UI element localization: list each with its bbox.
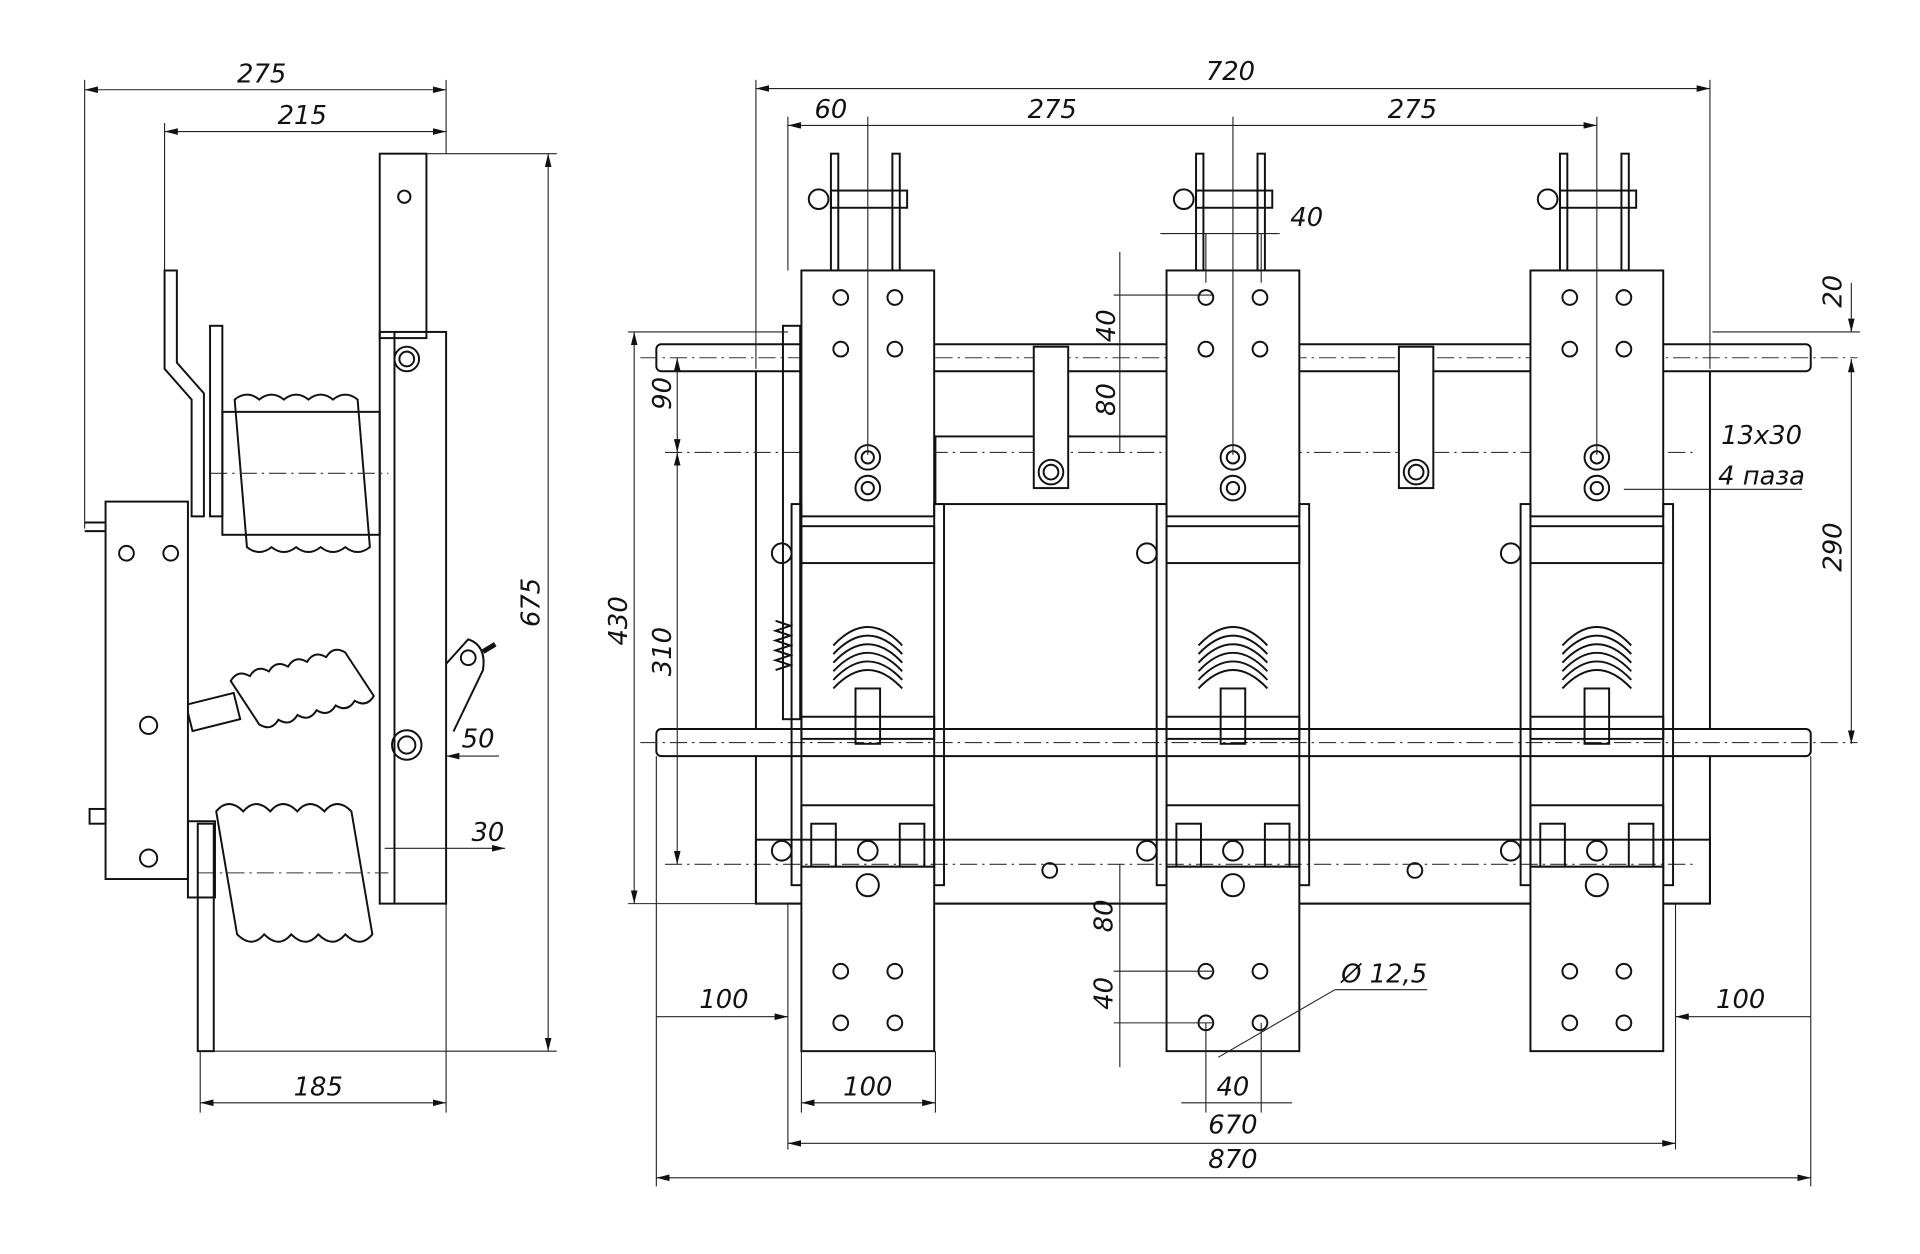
pole-3 [1499, 152, 1675, 1053]
dim-100-terminal: 100 [843, 1072, 892, 1102]
dim-100-right: 100 [1716, 985, 1765, 1015]
dim-13x30: 13x30 [1721, 421, 1802, 451]
upper-insulator [210, 393, 389, 553]
terminal-hole [1615, 1014, 1633, 1032]
dim-185: 185 [294, 1072, 343, 1102]
dim-40-bottom: 40 [1217, 1072, 1250, 1102]
dim-720: 720 [1206, 57, 1255, 87]
terminal-hole [832, 962, 850, 980]
dim-20: 20 [1818, 275, 1848, 308]
dim-100-left: 100 [699, 985, 748, 1015]
dim-290: 290 [1818, 522, 1848, 571]
dim-275-side: 275 [237, 59, 286, 89]
terminal-hole [1561, 962, 1579, 980]
dim-310: 310 [648, 627, 678, 676]
dim-430: 430 [604, 596, 634, 645]
dim-60: 60 [814, 95, 847, 125]
terminal-hole [1251, 1014, 1269, 1032]
dim-90: 90 [648, 377, 678, 410]
dim-80-upper: 80 [1092, 383, 1122, 416]
dim-hole-diameter: Ø 12,5 [1340, 959, 1427, 989]
terminal-hole [832, 1014, 850, 1032]
dim-275-a: 275 [1028, 95, 1077, 125]
lower-insulator [197, 803, 389, 943]
pole-1 [770, 152, 946, 1053]
front-view [628, 79, 1860, 1187]
terminal-hole [1561, 1014, 1579, 1032]
dimension-lines [628, 79, 1860, 1187]
terminal-hole [886, 962, 904, 980]
dim-40-contact: 40 [1290, 203, 1323, 233]
dim-215: 215 [278, 101, 327, 131]
dim-80-lower: 80 [1089, 899, 1119, 932]
terminal-hole [1251, 962, 1269, 980]
drive-insulator [184, 648, 375, 733]
terminal-hole [1615, 962, 1633, 980]
pole-2 [1136, 152, 1311, 1053]
dim-30: 30 [471, 818, 504, 848]
dim-40-lower: 40 [1089, 977, 1119, 1010]
side-view [84, 79, 557, 1113]
dim-40-upper: 40 [1092, 309, 1122, 342]
dimension-labels: 275 215 675 50 30 185 720 60 275 275 40 … [237, 57, 1848, 1175]
dim-675: 675 [517, 578, 547, 627]
dim-275-b: 275 [1388, 95, 1437, 125]
terminal-hole [886, 1014, 904, 1032]
dim-50: 50 [462, 724, 495, 754]
dim-670: 670 [1208, 1111, 1257, 1141]
dim-870: 870 [1208, 1145, 1257, 1175]
dim-4-slots: 4 паза [1718, 461, 1805, 491]
